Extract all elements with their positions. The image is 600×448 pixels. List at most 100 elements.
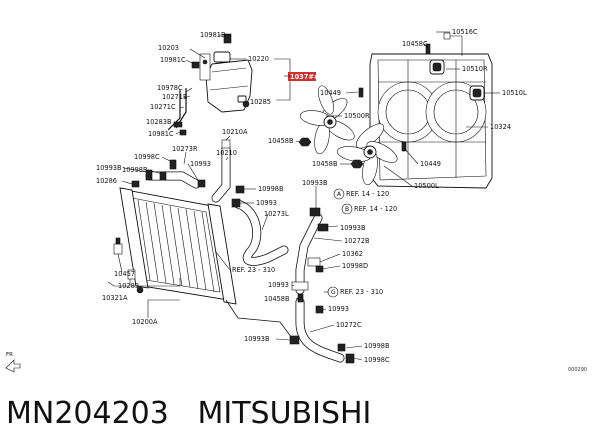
label-10271b: 10271B [162,93,188,101]
hose-10272b [295,213,323,295]
grommet-10285 [242,100,250,108]
label-10998c-a: 10998C [134,153,160,161]
label-10993-a: 10993 [190,160,211,168]
mount-10289 [127,269,136,280]
leader-lines [107,31,500,361]
mount-10457 [113,237,123,255]
label-10458b-b: 10458B [268,137,294,145]
brand-name: MITSUBISHI [197,396,372,431]
label-10981c-a: 10981C [160,56,186,64]
pipe-10210 [211,139,231,203]
label-10285: 10285 [250,98,271,106]
label-10998b-a: 10998B [122,166,148,174]
fan-10500r [299,85,355,155]
label-10203: 10203 [158,44,179,52]
nut-10458b-a [298,137,312,147]
label-10993-c: 10993 [268,281,289,289]
part-caption: MN204203 MITSUBISHI [6,392,371,436]
label-10210a: 10210A [222,128,248,136]
clamp-10981c-a [191,61,200,69]
connector-icon [443,32,451,40]
clamp-10998b-a [159,171,167,181]
label-10273r: 10273R [172,145,198,153]
label-10993b-d: 10993B [244,335,270,343]
part-number: MN204203 [6,396,169,431]
label-10283b: 10283B [146,118,172,126]
label-10289: 10289 [118,282,139,290]
circle-b-letter: B [345,206,349,213]
clamp-10998b-b [235,185,245,194]
bracket-10362 [307,257,321,267]
fan-motor-10510r [429,59,445,75]
label-10993-d: 10993 [328,305,349,313]
clamp-10998c-b [345,353,355,364]
label-10321a: 10321A [102,294,128,302]
label-10993b-c: 10993B [340,224,366,232]
highlight-box [288,72,316,81]
hose-10273r [145,171,201,189]
label-10458c: 10458C [402,40,428,48]
circle-g-letter: G [331,289,336,296]
label-10998c-b: 10998C [364,356,390,364]
drain-plug-10286 [131,180,140,188]
overflow-hose-10271c [167,90,181,131]
clamp-10993b-d [289,335,300,345]
clamp-10993-b [231,198,241,208]
label-10500r: 10500R [344,112,370,120]
label-highlighted-part: 1037## [290,73,320,81]
bolt-10458b-c [297,293,304,303]
label-10449-b: 10449 [420,160,441,168]
clamp-10993b-a [145,169,153,181]
clamp-10993-a [197,179,206,188]
label-10981c-b: 10981C [148,130,174,138]
image-code: 000290 [568,367,587,373]
label-10324: 10324 [490,123,511,131]
label-10458b-a: 10458B [264,295,290,303]
label-10200a: 10200A [132,318,158,326]
upper-hose-10273l [233,199,289,266]
fr-mark: FR [6,352,13,358]
part-labels: 10981B 10203 10981C 10220 1037## 10978C … [96,28,527,364]
label-10457: 10457 [114,270,135,278]
label-10210: 10210 [216,149,237,157]
nut-10458b-b [350,159,364,169]
reference-callouts: A REF. 14 - 120 B REF. 14 - 120 REF. 23 … [232,188,397,298]
label-10981b: 10981B [200,31,226,39]
label-10362: 10362 [342,250,363,258]
label-10993b-b: 10993B [302,179,328,187]
label-10273l: 10273L [264,210,289,218]
label-10998b-b: 10998B [258,185,284,193]
circle-a [333,188,345,200]
label-10271c: 10271C [150,103,176,111]
clamp-10993-d [315,305,324,314]
clamp-10998b-c [337,343,346,352]
clamp-10998d [315,265,324,273]
bolt-10458c [425,43,431,55]
label-10458b-c: 10458B [312,160,338,168]
clamp-10981c-b [179,129,187,136]
radiator-parts-diagram: 10981B 10203 10981C 10220 1037## 10978C … [5,28,587,373]
front-arrow: FR [5,352,21,373]
label-10272b: 10272B [344,237,370,245]
clamp-10993-c [291,281,309,291]
clamp-10998c-a [169,159,177,170]
bracket-10203 [199,53,211,81]
wire-10516c [448,35,463,56]
clamp-10283b [173,121,183,128]
label-10998d: 10998D [342,262,368,270]
arrow-icon [5,359,21,373]
circle-b [341,203,353,215]
circle-a-letter: A [337,191,342,198]
fan-motor-10510l [469,85,485,101]
label-10510r: 10510R [462,65,488,73]
label-10998b-c: 10998B [364,342,390,350]
circle-g [327,286,339,298]
label-10449-a: 10449 [320,89,341,97]
grommet-10321a [136,286,144,294]
label-10993b-a: 10993B [96,164,122,172]
ref-23-310-a: REF. 23 - 310 [232,266,275,274]
clamp-10993b-b [309,207,321,217]
label-10978c: 10978C [157,84,183,92]
label-10220: 10220 [248,55,269,63]
label-10993-b: 10993 [256,199,277,207]
